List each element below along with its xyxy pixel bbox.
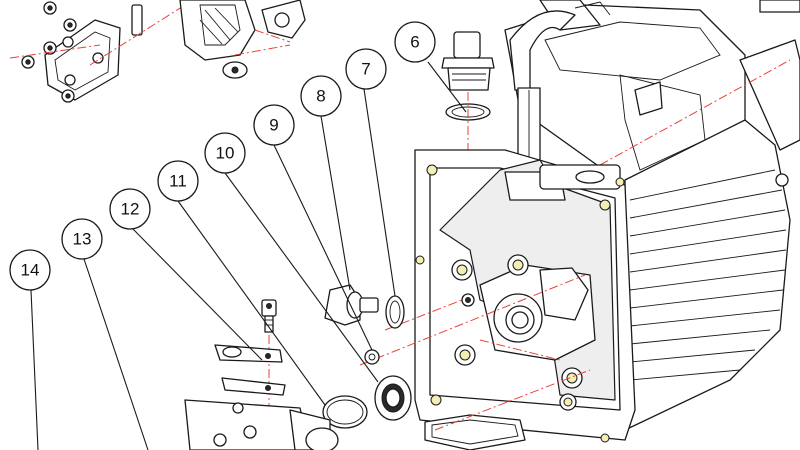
callout-label-8: 8 [316,87,325,106]
screw-icon [222,61,248,79]
top-left-cover-assembly [9,0,306,103]
callout-label-6: 6 [410,33,419,52]
key-part [131,4,143,36]
callout-7: 7 [345,48,387,90]
callout-label-14: 14 [21,261,40,280]
bracket-block [184,399,339,450]
leader-lines [30,61,467,450]
part-6-plug [441,31,495,155]
handle-assembly [509,10,576,161]
callout-10: 10 [204,132,246,174]
callout-9: 9 [253,104,295,146]
callout-label-7: 7 [361,60,370,79]
part-8-fitting [324,284,379,326]
boss-bolt [451,254,583,411]
callout-label-10: 10 [216,144,235,163]
callout-14: 14 [9,249,51,291]
callout-label-11: 11 [169,172,187,191]
part-10-shaft-seal [374,375,412,421]
callout-6: 6 [394,21,436,63]
callout-label-13: 13 [73,230,92,249]
part-11-large-o-ring [322,395,368,429]
part-7-o-ring [385,295,405,329]
motor-body [504,0,800,431]
pump-housing-frame [359,149,636,450]
callout-13: 13 [61,218,103,260]
callout-label-12: 12 [121,200,140,219]
callout-11: 11 [157,160,199,202]
callout-12: 12 [109,188,151,230]
callout-8: 8 [300,75,342,117]
part-13-valve-plate [214,344,286,396]
impeller-housing [179,0,256,61]
part-9-washer [364,349,380,365]
part-12-screw [261,299,277,410]
screw-icon [21,1,77,103]
callout-label-9: 9 [269,116,278,135]
